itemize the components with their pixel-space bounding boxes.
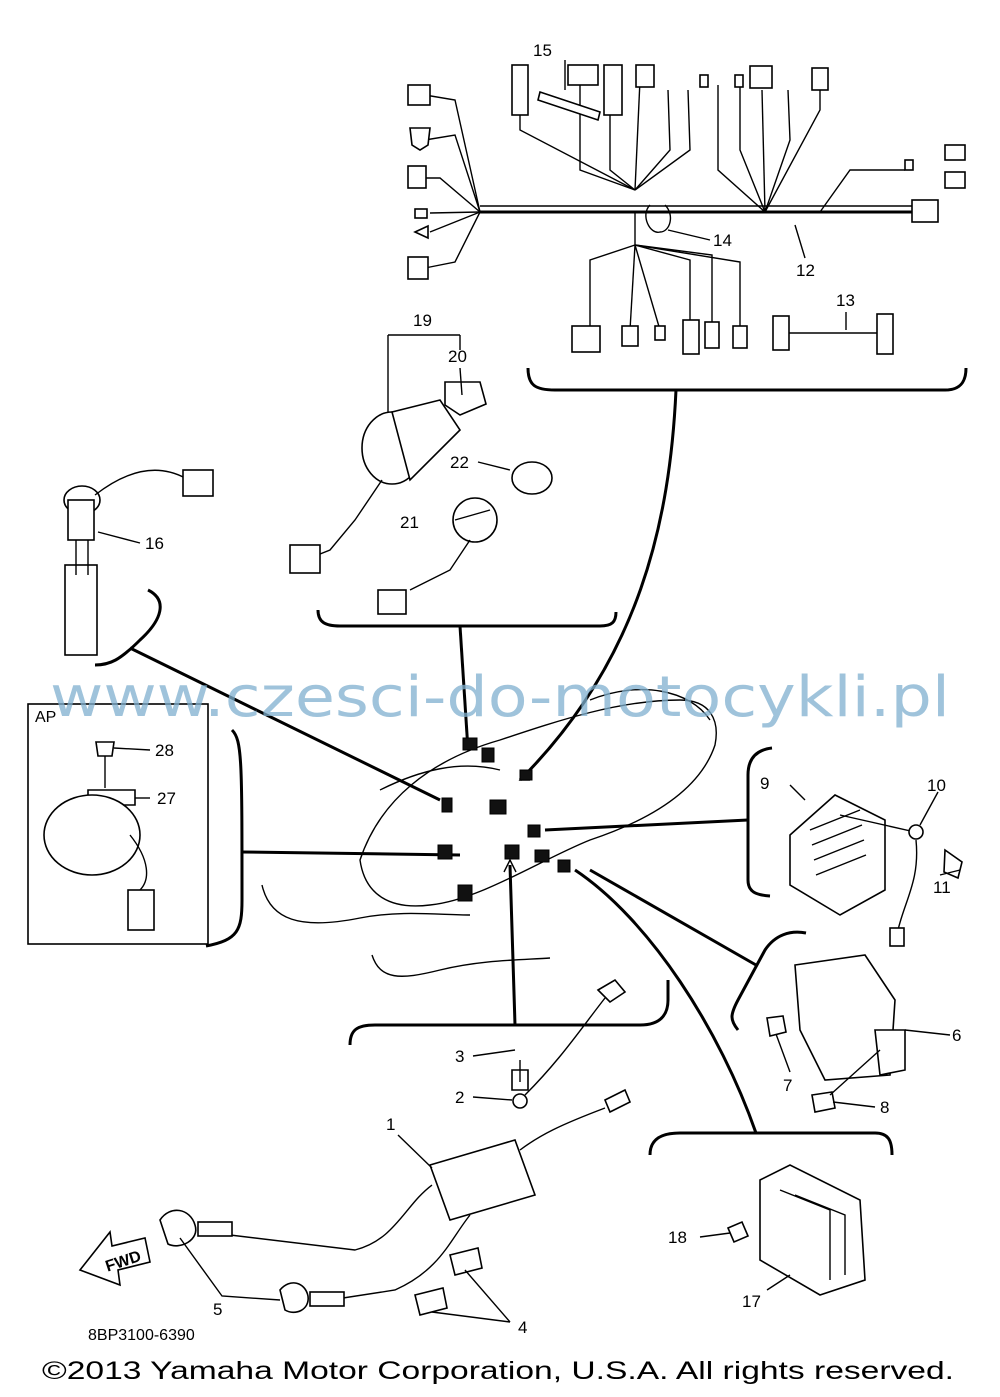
callout-19: 19 [413, 311, 432, 330]
snowmobile-body [261, 688, 717, 977]
callout-10: 10 [927, 776, 946, 795]
callout-22: 22 [450, 453, 469, 472]
callout-11: 11 [933, 878, 951, 897]
callout-15: 15 [533, 41, 552, 60]
wire-harness [407, 64, 968, 782]
callout-12: 12 [796, 261, 815, 280]
copyright-text: ©2013 Yamaha Motor Corporation, U.S.A. A… [42, 1357, 954, 1385]
callout-14: 14 [713, 231, 732, 250]
callout-2: 2 [455, 1088, 464, 1107]
callout-8: 8 [880, 1098, 889, 1117]
callout-9: 9 [760, 774, 769, 793]
leader-lines [97, 60, 961, 1291]
ap-inset [27, 703, 461, 948]
ignition-coil-group [159, 858, 670, 1323]
watermark: www.czesci-do-motocykli.pl [50, 665, 950, 730]
regulator-17 [574, 868, 894, 1296]
thermo-switch [63, 469, 441, 802]
main-switch-group [289, 334, 618, 751]
callout-5: 5 [213, 1300, 222, 1319]
callout-28: 28 [155, 741, 174, 760]
callout-16: 16 [145, 534, 164, 553]
callout-6: 6 [952, 1026, 961, 1045]
callout-27: 27 [157, 789, 176, 808]
callout-3: 3 [455, 1047, 464, 1066]
callout-7: 7 [783, 1076, 792, 1095]
inset-label: AP [35, 709, 56, 726]
callout-20: 20 [448, 347, 467, 366]
rectifier-regulator [544, 746, 963, 947]
callout-4: 4 [518, 1318, 527, 1337]
callout-13: 13 [836, 291, 855, 310]
callout-17: 17 [742, 1292, 761, 1311]
fwd-arrow-icon: FWD [78, 1230, 151, 1287]
callout-numbers: 15 14 12 13 19 20 22 21 16 28 27 9 10 11… [35, 41, 961, 1337]
callout-21: 21 [400, 513, 419, 532]
diagram-code: 8BP3100-6390 [88, 1327, 195, 1344]
callout-18: 18 [668, 1228, 687, 1247]
cdi-unit [589, 868, 906, 1113]
callout-1: 1 [386, 1115, 395, 1134]
